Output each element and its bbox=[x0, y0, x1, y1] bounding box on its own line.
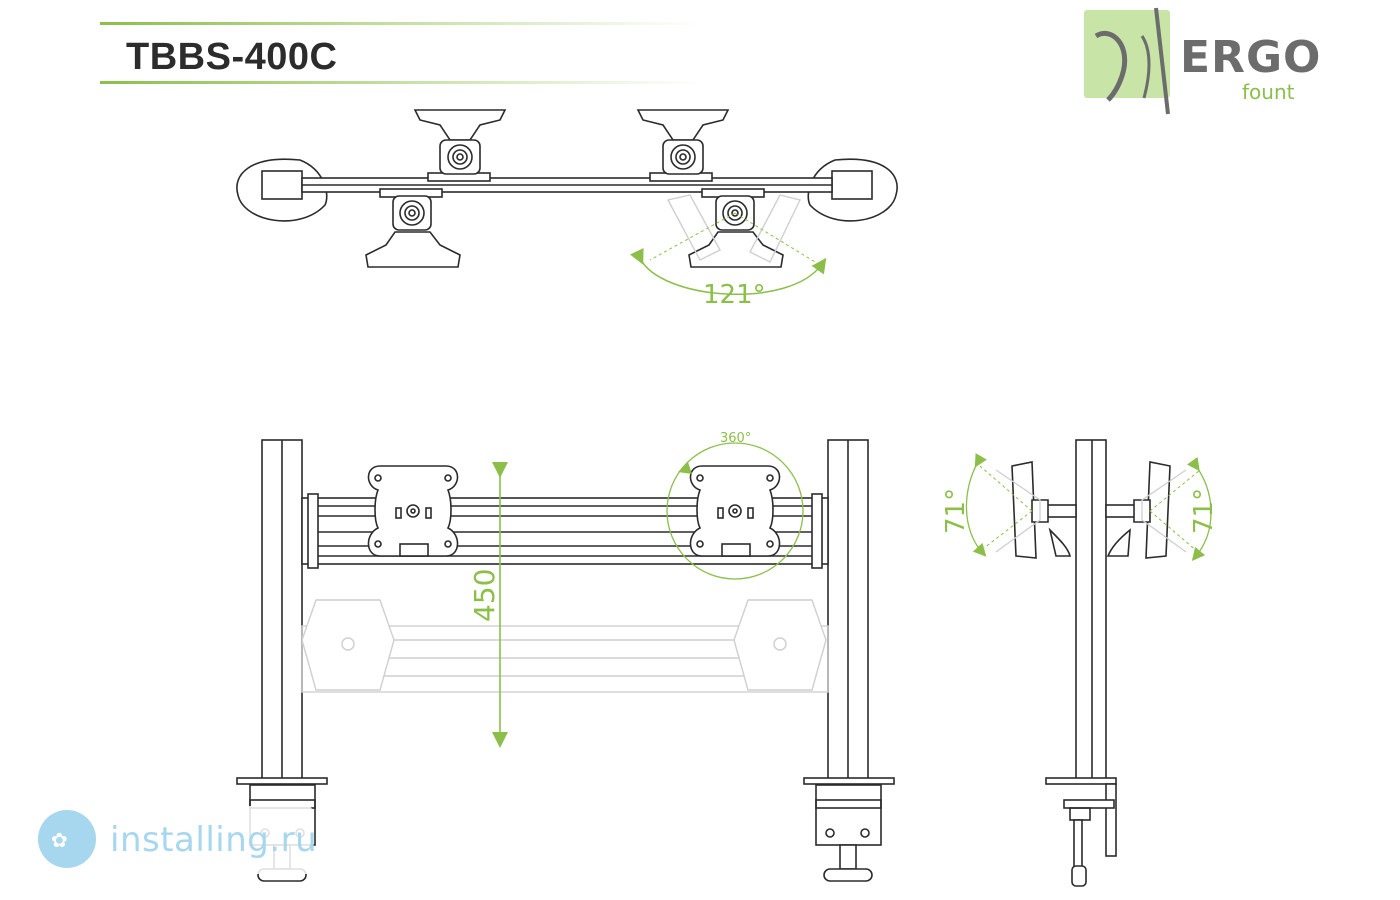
installing-logo-icon: ✿ bbox=[38, 810, 96, 868]
rotation-label: 360° bbox=[720, 431, 751, 446]
rotation-indicator: 360° bbox=[666, 431, 804, 580]
watermark-text: installing.ru bbox=[110, 820, 318, 860]
side-view-ghost-heads bbox=[995, 469, 1187, 553]
side-view bbox=[1011, 439, 1171, 887]
height-range-label: 450 bbox=[468, 569, 501, 622]
tilt-left-label: 71° bbox=[941, 488, 971, 534]
header-top-rule bbox=[100, 22, 700, 25]
watermark: ✿ installing.ru bbox=[22, 806, 317, 874]
top-angle-label: 121° bbox=[703, 280, 766, 310]
front-view-ghost-rail bbox=[301, 599, 829, 693]
ergofount-logo: ERGO fount bbox=[1082, 6, 1320, 116]
tilt-right-label: 71° bbox=[1189, 488, 1219, 534]
logo-sub: fount bbox=[1242, 80, 1295, 104]
page-title: TBBS-400C bbox=[126, 36, 338, 78]
tilt-indicators: 71° 71° bbox=[941, 453, 1219, 561]
top-angle-indicator: 121° bbox=[629, 212, 827, 310]
top-view bbox=[236, 109, 898, 268]
header-bottom-rule bbox=[100, 81, 700, 84]
ergofount-logo-icon bbox=[1084, 7, 1170, 115]
header-band: TBBS-400C bbox=[100, 22, 700, 84]
logo-word: ERGO bbox=[1180, 32, 1322, 83]
height-range-indicator: 450 bbox=[468, 462, 508, 748]
